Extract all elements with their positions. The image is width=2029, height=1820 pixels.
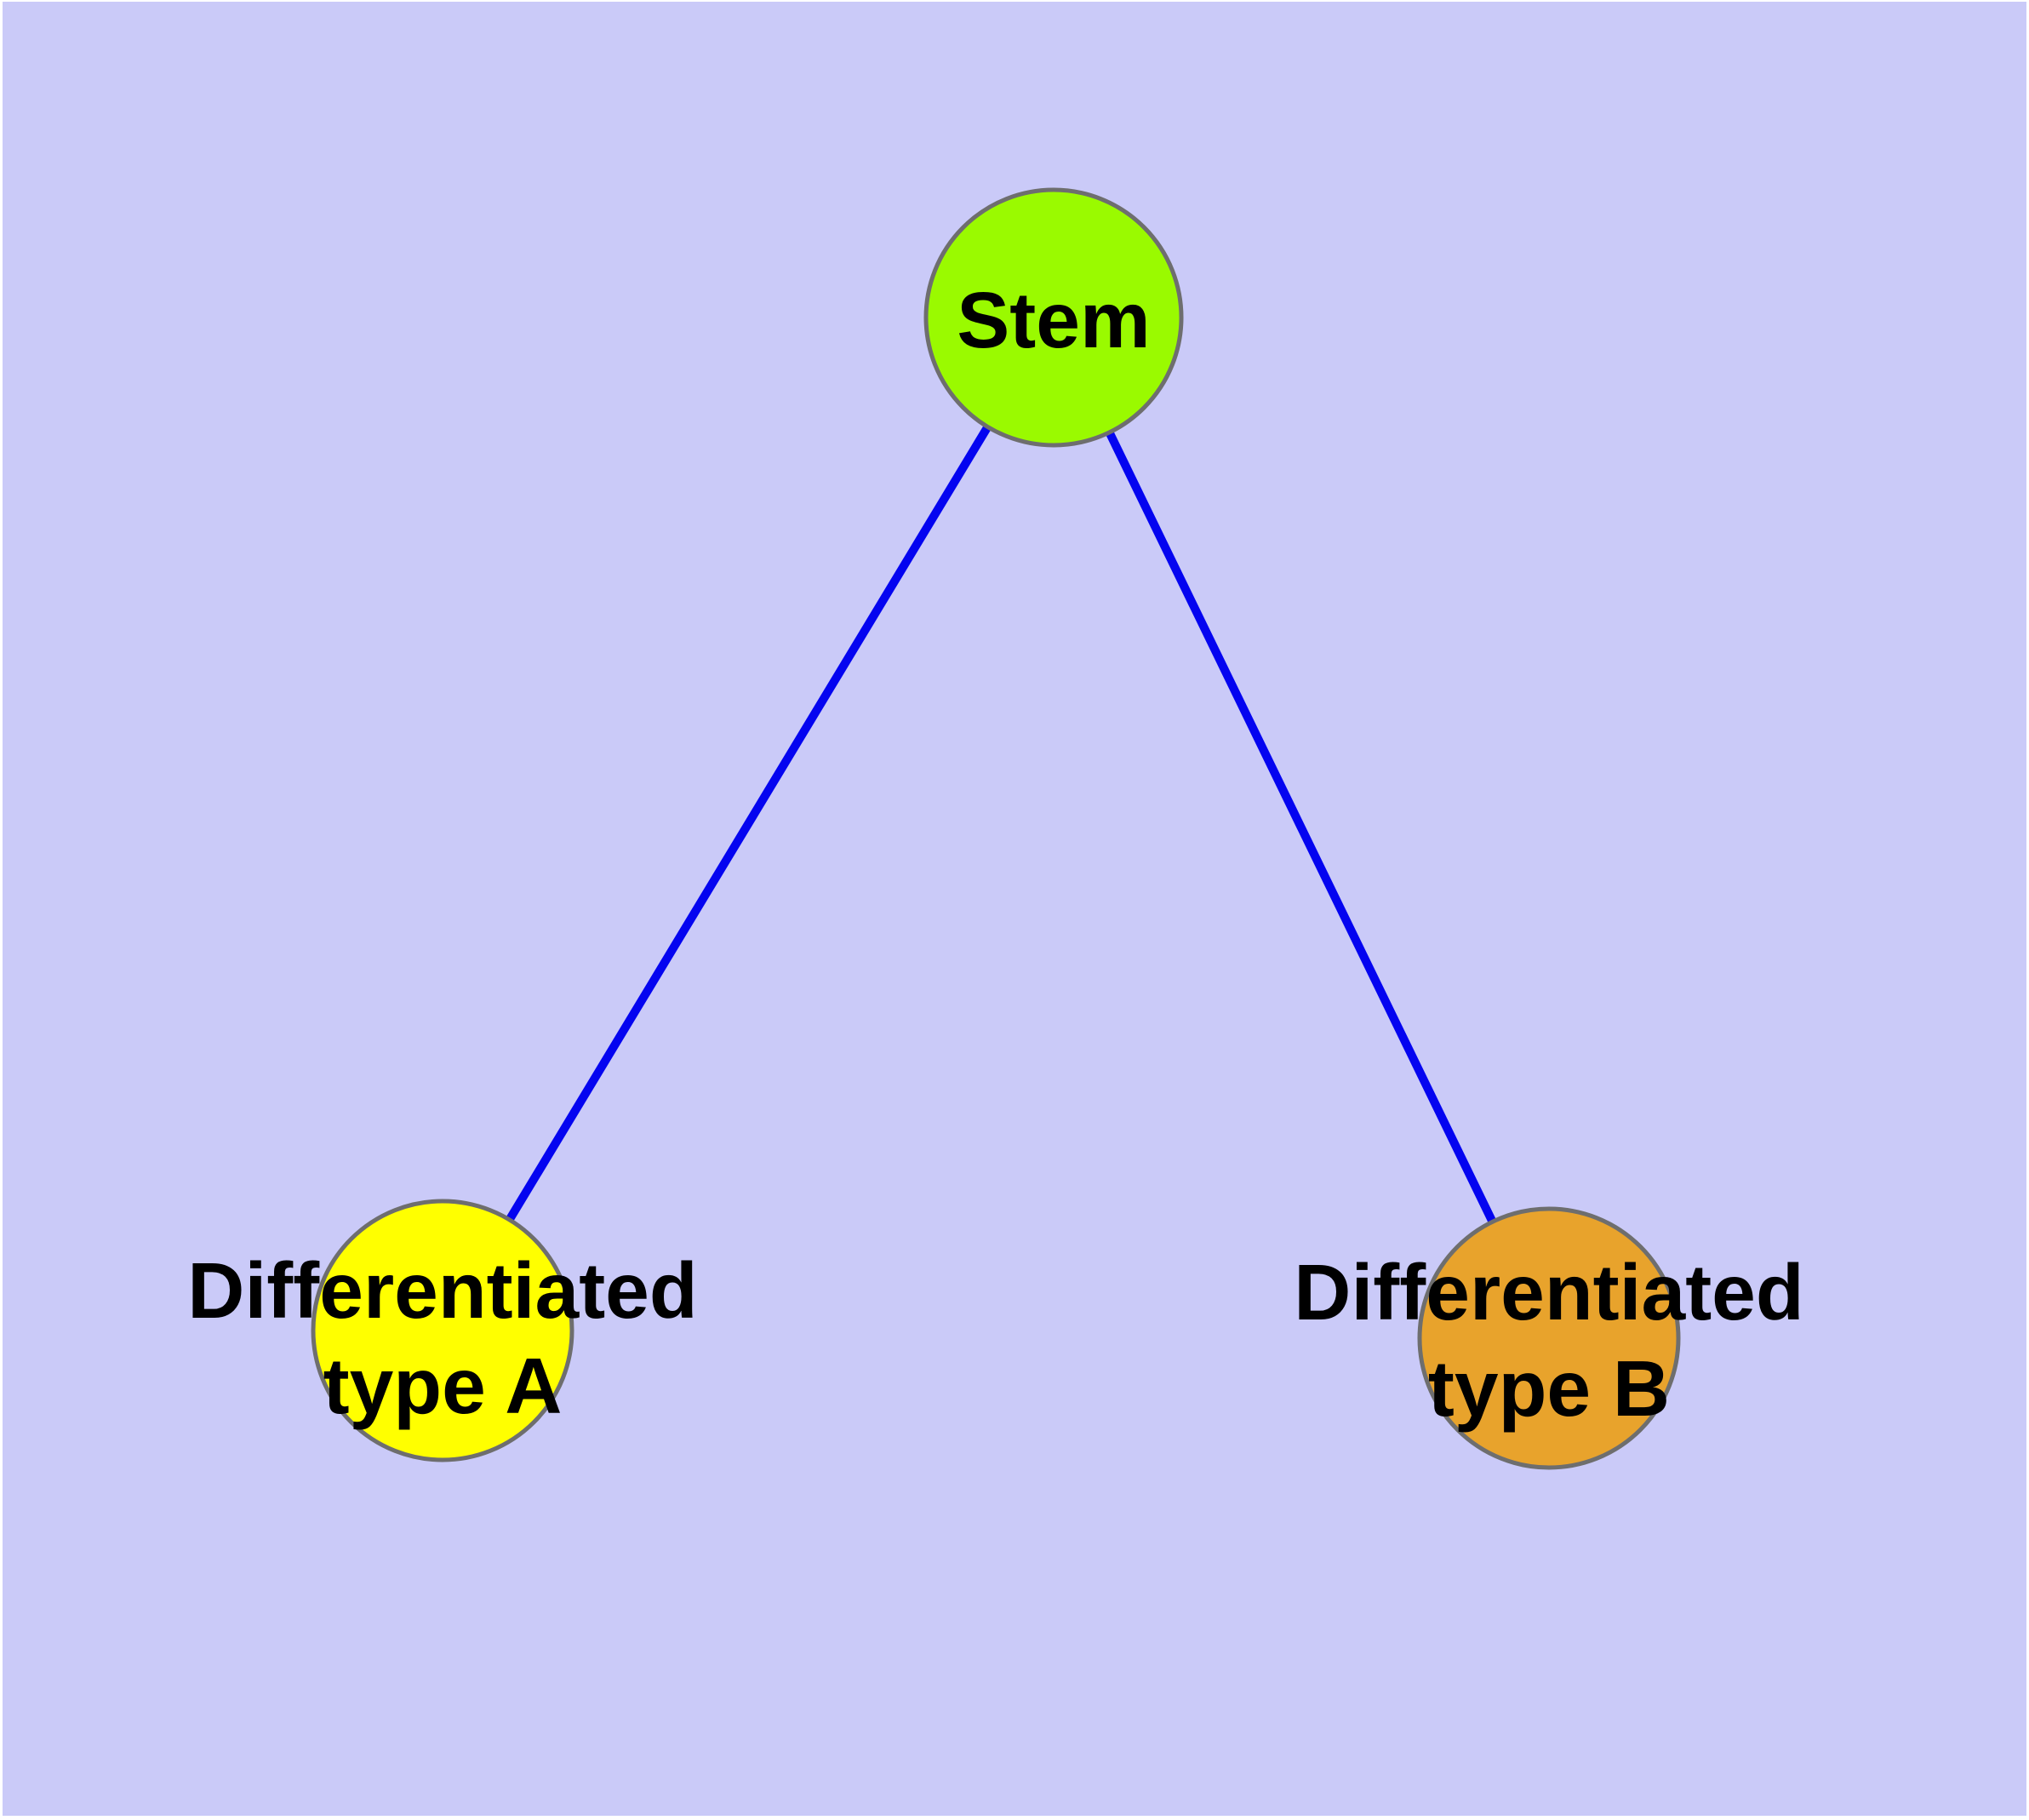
edge-stem-to-type-b xyxy=(1049,313,1553,1342)
type-b-label-line2: type B xyxy=(1428,1344,1670,1433)
type-b-node-circle xyxy=(1417,1206,1681,1470)
type-a-node-circle xyxy=(311,1199,574,1462)
type-a-label-line1: Differentiated xyxy=(187,1246,697,1335)
type-a-label-line2: type A xyxy=(323,1342,563,1430)
stem-node-label: Stem xyxy=(957,276,1150,364)
type-b-label-line1: Differentiated xyxy=(1294,1248,1803,1336)
edge-stem-to-type-a xyxy=(438,313,1058,1335)
stem-node-circle xyxy=(923,187,1184,448)
